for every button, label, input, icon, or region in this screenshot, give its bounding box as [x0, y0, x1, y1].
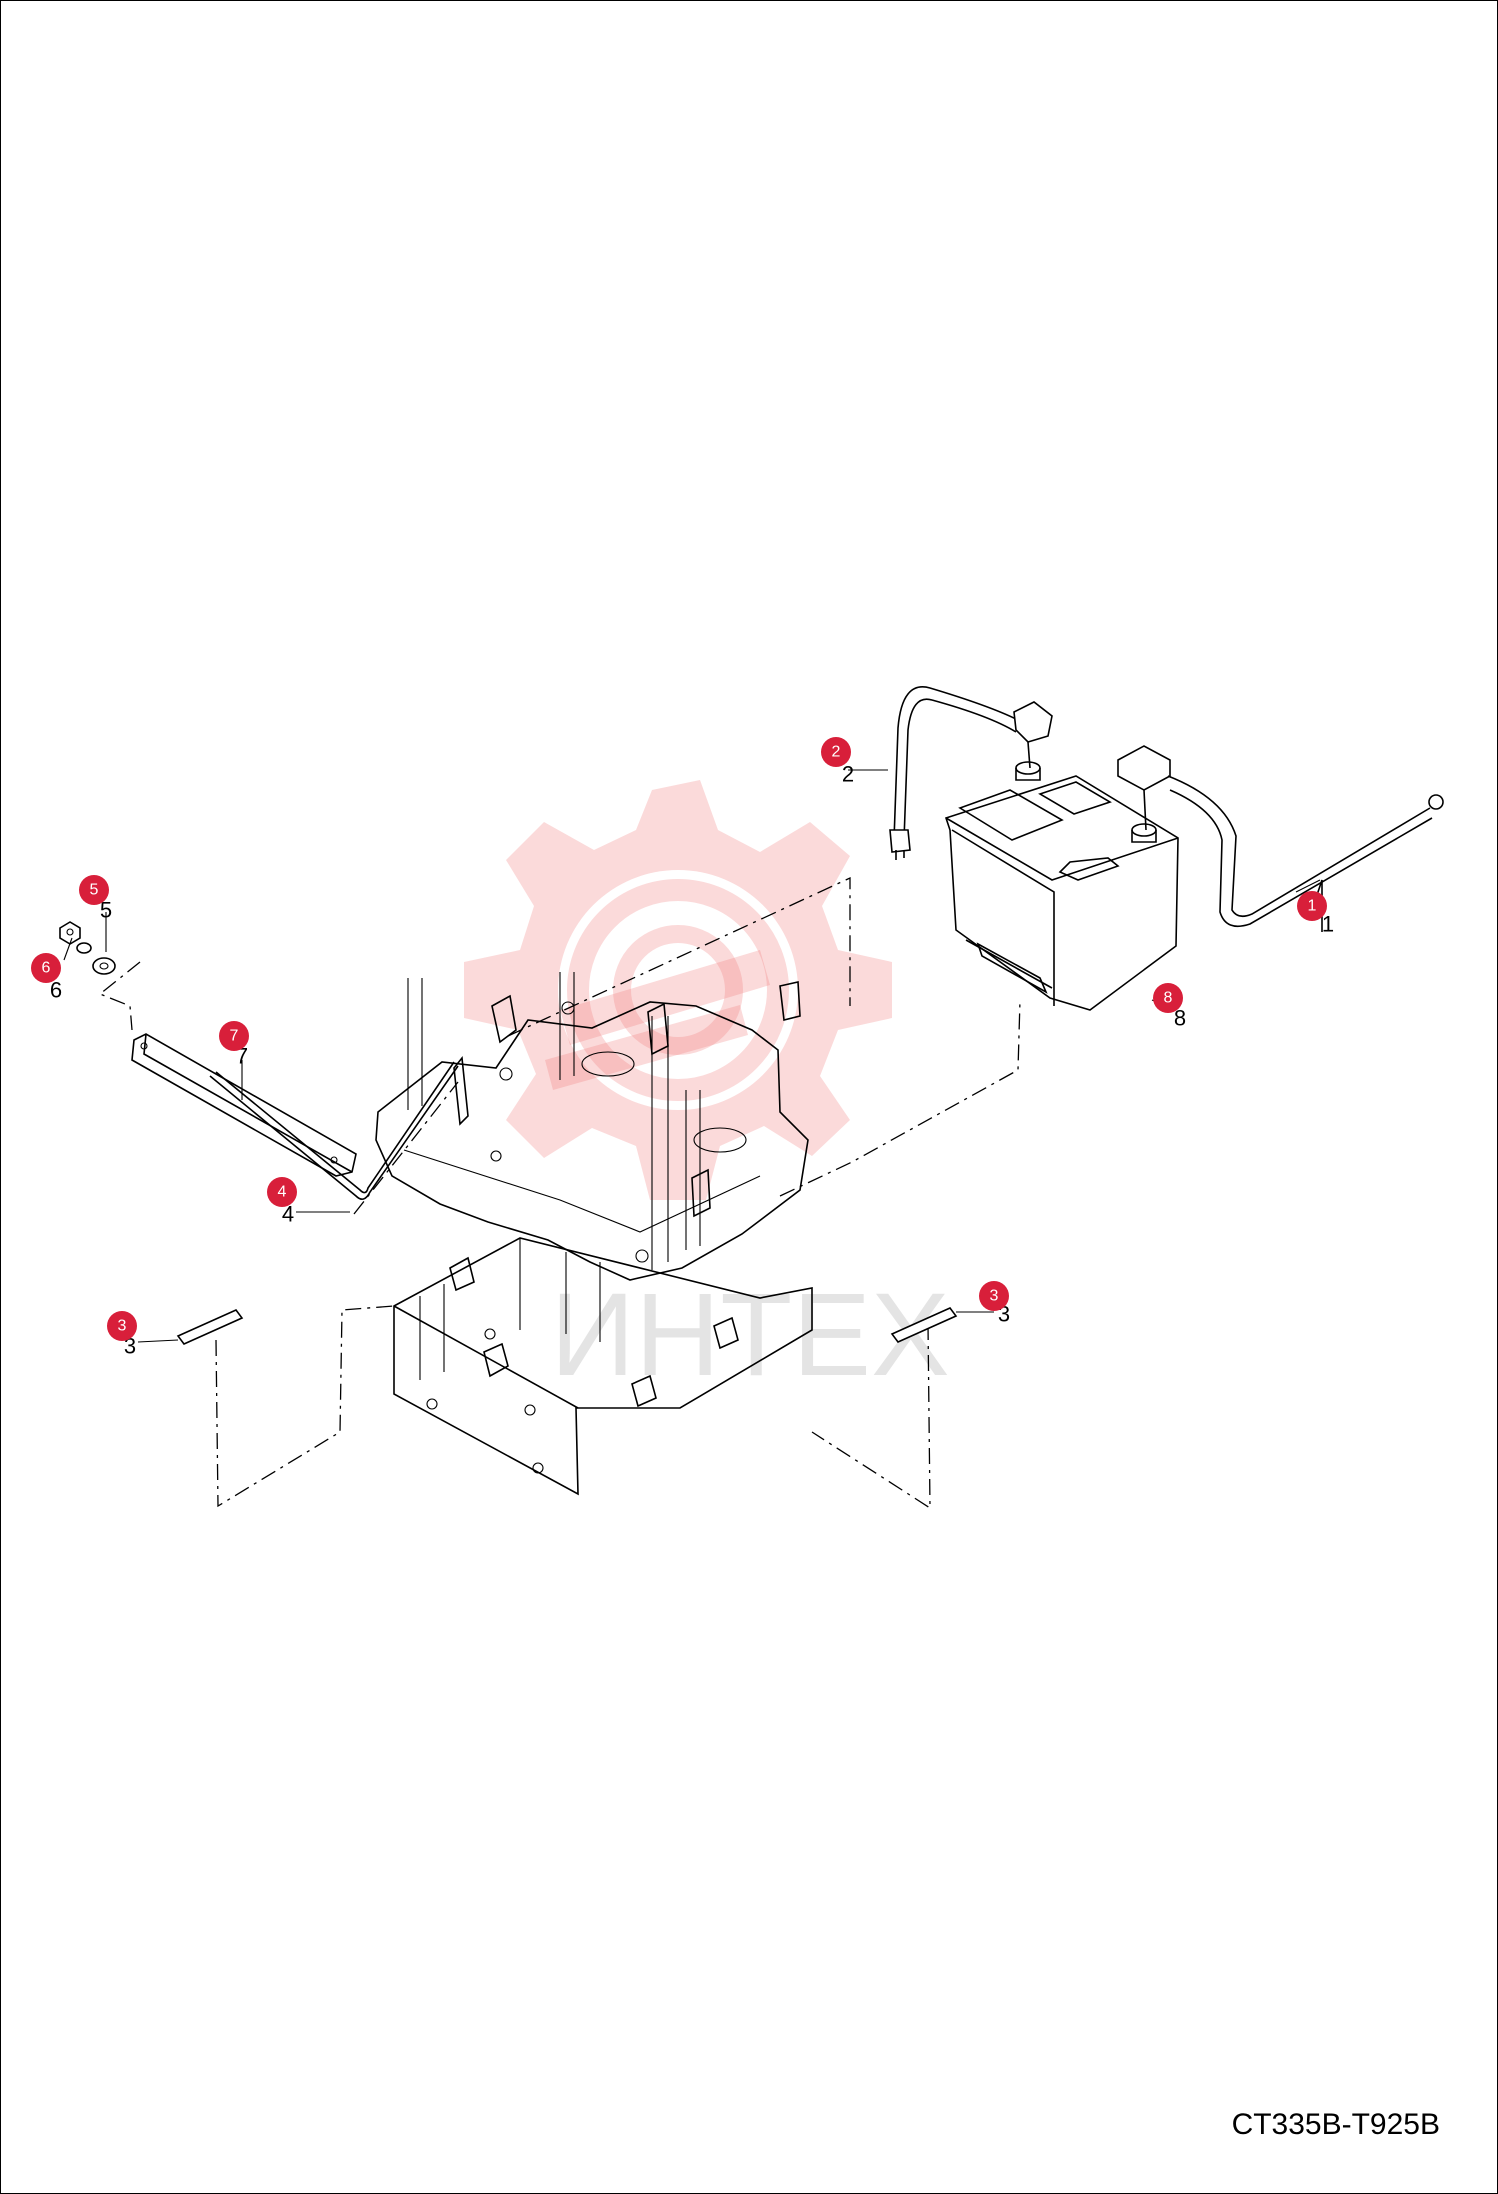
callout-3-left-badge — [107, 1311, 137, 1341]
callout-2-badge — [821, 737, 851, 767]
callout-3-right-badge — [979, 1281, 1009, 1311]
callout-1-badge — [1297, 891, 1327, 921]
callout-8-leader: 8 — [1174, 1006, 1186, 1031]
callout-2[interactable]: 2 2 — [821, 737, 888, 787]
callout-5-label: 5 — [90, 882, 99, 899]
machine-frame — [375, 972, 813, 1496]
callout-7-badge — [219, 1021, 249, 1051]
callout-3-right-label: 3 — [990, 1288, 999, 1305]
drawing-code: CT335B-T925B — [1231, 2108, 1440, 2141]
callout-4[interactable]: 4 4 — [267, 1177, 350, 1227]
watermark-gear-icon — [464, 780, 892, 1200]
negative-cable — [1117, 745, 1444, 928]
callout-1-label: 1 — [1308, 898, 1317, 915]
callout-8-label: 8 — [1164, 990, 1173, 1007]
callout-8[interactable]: 8 8 — [1151, 983, 1186, 1031]
callout-3-left-label: 3 — [118, 1318, 127, 1335]
battery — [944, 761, 1179, 1011]
callout-7-label: 7 — [230, 1028, 239, 1045]
callout-8-badge — [1153, 983, 1183, 1013]
callout-2-label: 2 — [832, 744, 841, 761]
phantom-lines — [98, 876, 1021, 1510]
watermark-text: ИНТЕХ — [550, 1269, 950, 1401]
callout-4-badge — [267, 1177, 297, 1207]
callout-6-leader: 6 — [50, 978, 62, 1003]
nut-and-washer — [59, 921, 116, 975]
callout-5[interactable]: 5 5 — [79, 875, 112, 952]
callout-4-leader: 4 — [282, 1202, 294, 1227]
callout-7[interactable]: 7 7 — [219, 1021, 249, 1100]
callout-6-label: 6 — [42, 960, 51, 977]
hold-down-rod — [209, 1061, 459, 1200]
callout-5-leader: 5 — [100, 898, 112, 923]
callout-1-leader: 1 — [1322, 912, 1334, 937]
callout-1[interactable]: 1 1 — [1295, 879, 1334, 937]
callout-5-badge — [79, 875, 109, 905]
callout-3-left[interactable]: 3 3 — [107, 1311, 179, 1359]
callout-6[interactable]: 6 6 — [31, 937, 73, 1003]
callout-6-badge — [31, 953, 61, 983]
callout-2-leader: 2 — [842, 762, 854, 787]
pads — [176, 1307, 958, 1345]
callout-3-right[interactable]: 3 3 — [956, 1281, 1010, 1327]
callouts: 1 1 2 2 3 3 3 3 4 4 — [31, 737, 1334, 1359]
positive-cable — [889, 686, 1053, 860]
callout-4-label: 4 — [278, 1184, 287, 1201]
